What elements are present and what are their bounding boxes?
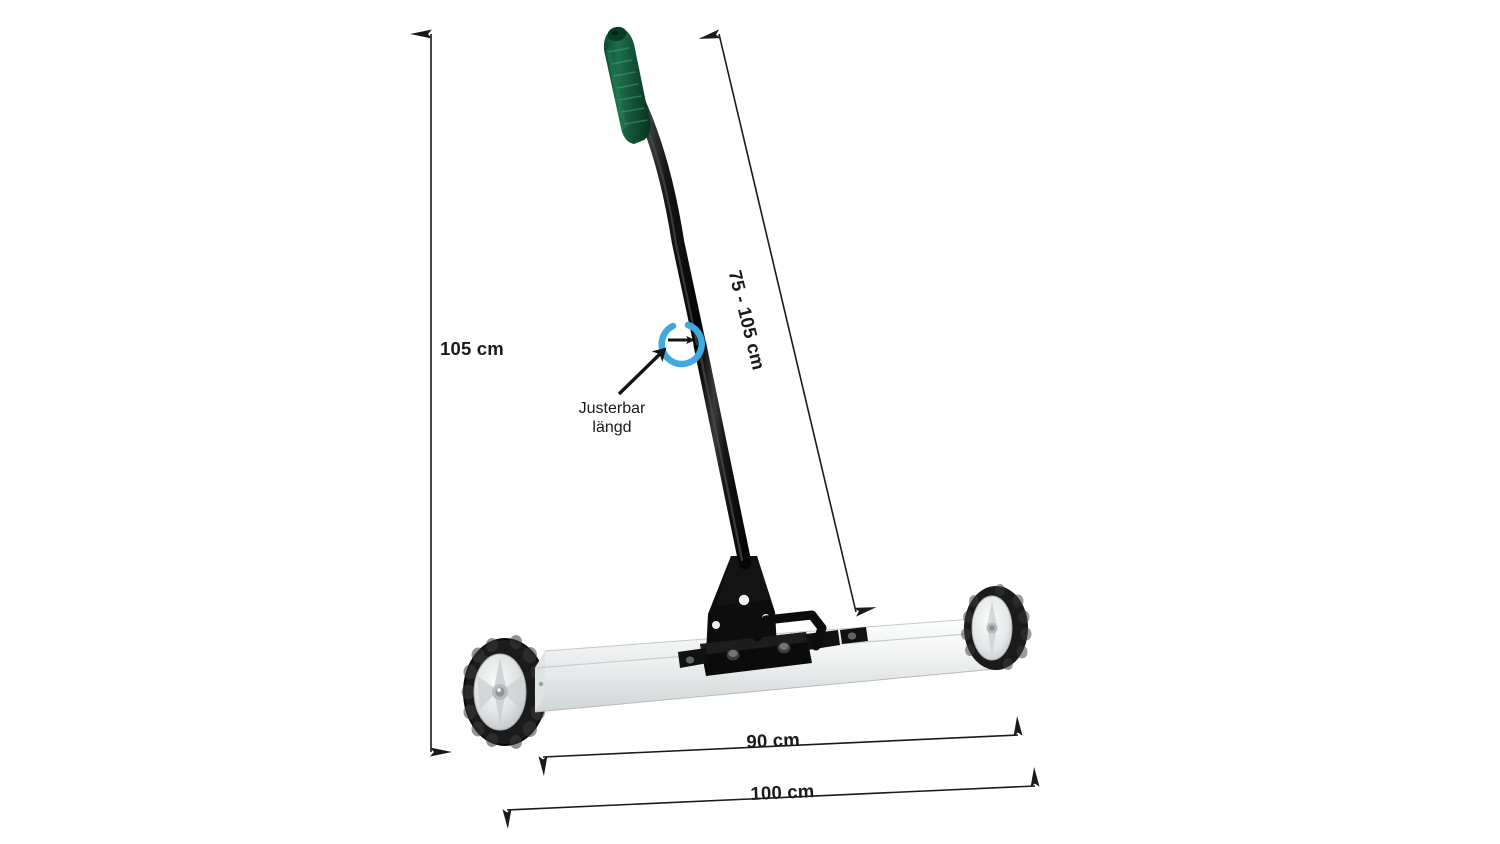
dimension-label-total-width: 100 cm [750,780,815,804]
dimension-label-height: 105 cm [440,338,504,359]
annotation-leader-arrow [617,347,667,396]
dimension-line-bar-width [538,716,1023,776]
dimension-label-bar-width: 90 cm [746,728,801,752]
handle-mount-bracket [678,556,868,676]
wheel-right [961,584,1032,670]
annotation-adjustable-length: Justerbar längd [578,400,646,436]
handle-grip [603,26,651,144]
dimension-line-handle [698,29,877,617]
handle-pole [620,71,752,570]
adjustment-highlight-icon [658,321,705,368]
dimension-line-total-width [502,767,1040,829]
